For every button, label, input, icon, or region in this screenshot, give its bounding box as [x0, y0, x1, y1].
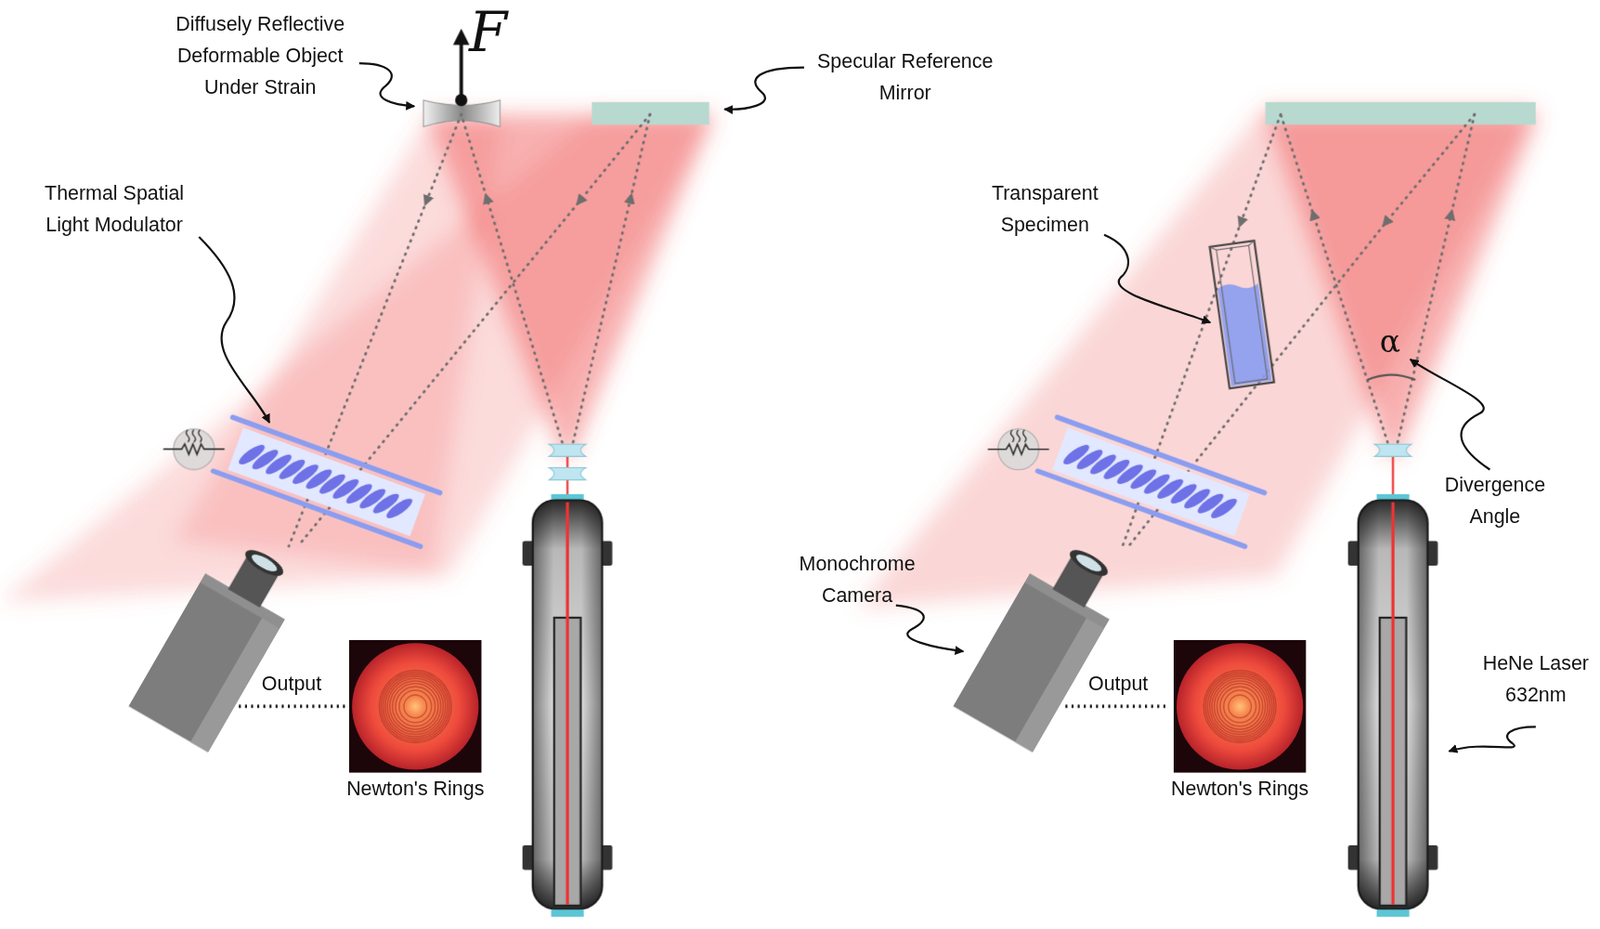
newtons-rings-image: Newton's Rings [1173, 639, 1307, 801]
callout-label: F [468, 1, 508, 63]
callout-label: Monochrome Camera [782, 547, 931, 612]
rings-picture [1173, 639, 1307, 773]
callout-label: Output [261, 667, 322, 700]
image-caption: Newton's Rings [1143, 776, 1338, 800]
callout-label: Thermal Spatial Light Modulator [25, 177, 204, 242]
image-caption: Newton's Rings [318, 776, 513, 800]
callout-label: Diffusely Reflective Deformable Object U… [157, 8, 363, 105]
callout-label: Specular Reference Mirror [807, 44, 1002, 109]
callout-label: α [1379, 324, 1401, 358]
callout-label: Transparent Specimen [979, 177, 1111, 242]
callout-label: Divergence Angle [1434, 468, 1556, 533]
rings-picture [349, 639, 482, 773]
callout-label: Output [1088, 667, 1148, 700]
callout-label: HeNe Laser 632nm [1475, 647, 1597, 712]
newtons-rings-image: Newton's Rings [349, 639, 482, 801]
